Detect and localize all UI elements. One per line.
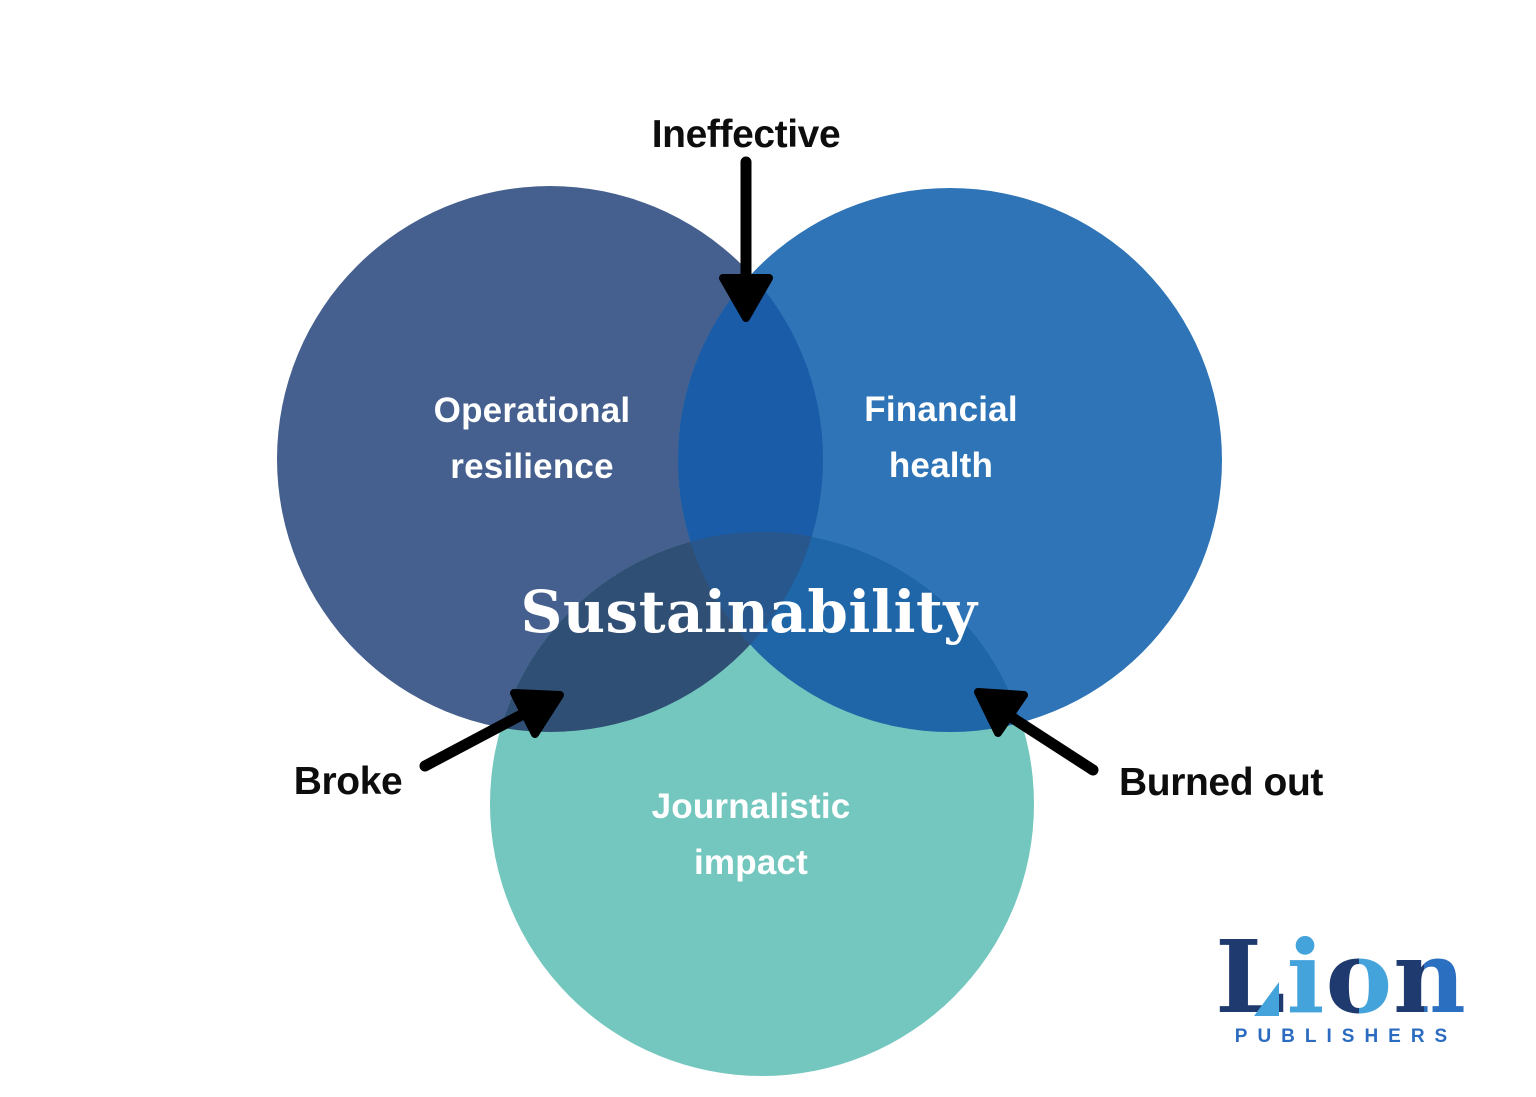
broke-arrow-head xyxy=(510,689,564,738)
logo-word: Lion xyxy=(1210,927,1472,1027)
burned-out-arrow-head xyxy=(974,688,1028,737)
burned-out-label: Burned out xyxy=(1119,761,1323,804)
label-line: Operational xyxy=(433,391,631,430)
label-line: Financial xyxy=(864,390,1018,429)
journalistic-impact-label: Journalistic impact xyxy=(652,779,851,891)
label-line: health xyxy=(888,446,994,485)
sustainability-center-label: Sustainability xyxy=(520,578,978,646)
label-line: Journalistic xyxy=(651,787,851,826)
operational-resilience-label: Operational resilience xyxy=(434,383,631,495)
ineffective-label: Ineffective xyxy=(651,113,841,156)
broke-label: Broke xyxy=(293,760,403,803)
burned-out-arrow-line xyxy=(1002,709,1099,776)
logo-letter-l: L xyxy=(1215,918,1287,1036)
burned-out-arrow xyxy=(974,688,1099,776)
logo-subtitle: PUBLISHERS xyxy=(1234,1026,1458,1047)
financial-health-label: Financial health xyxy=(864,382,1018,494)
logo-letter-o: o xyxy=(1325,918,1394,1036)
label-line: resilience xyxy=(450,447,614,486)
broke-arrow xyxy=(419,689,564,772)
overlap-operational-journalistic xyxy=(490,532,823,732)
label-line: impact xyxy=(693,843,809,882)
overlap-financial-journalistic xyxy=(678,532,1034,732)
broke-arrow-line xyxy=(419,706,533,772)
ineffective-arrow-head xyxy=(719,274,773,322)
ineffective-arrow xyxy=(719,156,773,322)
logo-letter-n: n xyxy=(1393,918,1467,1036)
lion-publishers-logo: Lion PUBLISHERS xyxy=(1210,927,1472,1047)
logo-letter-i: i xyxy=(1286,918,1326,1036)
